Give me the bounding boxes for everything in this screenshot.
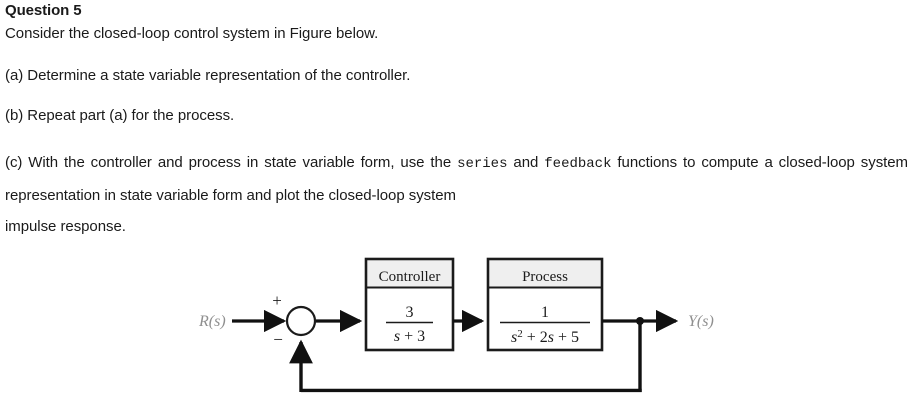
- sum-plus-sign: +: [272, 291, 282, 310]
- controller-block-header: [367, 260, 452, 288]
- controller-block-title: Controller: [379, 269, 441, 285]
- part-b-text: (b) Repeat part (a) for the process.: [5, 107, 235, 124]
- block-diagram: Controller 3 s + 3 Process 1 s2 + 2s + 5: [0, 240, 913, 404]
- part-c-text-2: and: [507, 154, 545, 171]
- output-label: Y(s): [688, 313, 714, 330]
- part-c-text-3: functions to compute a closed-loop syste…: [5, 154, 908, 204]
- feedback-function-name: feedback: [544, 156, 612, 172]
- process-block-header: [489, 260, 601, 288]
- part-c-text-4: impulse response.: [5, 218, 126, 235]
- input-label: R(s): [198, 313, 226, 330]
- part-c-text-1: (c) With the controller and process in s…: [5, 154, 458, 171]
- process-denominator: s2 + 2s + 5: [511, 328, 579, 346]
- controller-block: Controller 3 s + 3: [364, 257, 455, 352]
- summing-junction: [285, 305, 317, 337]
- sum-minus-sign: −: [273, 330, 283, 349]
- page-title: Question 5: [5, 2, 82, 19]
- process-block-title: Process: [522, 269, 568, 285]
- controller-numerator: 3: [406, 304, 414, 321]
- controller-denominator: s + 3: [394, 328, 425, 345]
- series-function-name: series: [457, 156, 508, 172]
- part-a-text: (a) Determine a state variable represent…: [5, 67, 411, 84]
- process-block: Process 1 s2 + 2s + 5: [486, 257, 604, 352]
- part-c-paragraph: (c) With the controller and process in s…: [5, 147, 908, 242]
- process-numerator: 1: [541, 304, 549, 321]
- intro-text: Consider the closed-loop control system …: [5, 25, 379, 42]
